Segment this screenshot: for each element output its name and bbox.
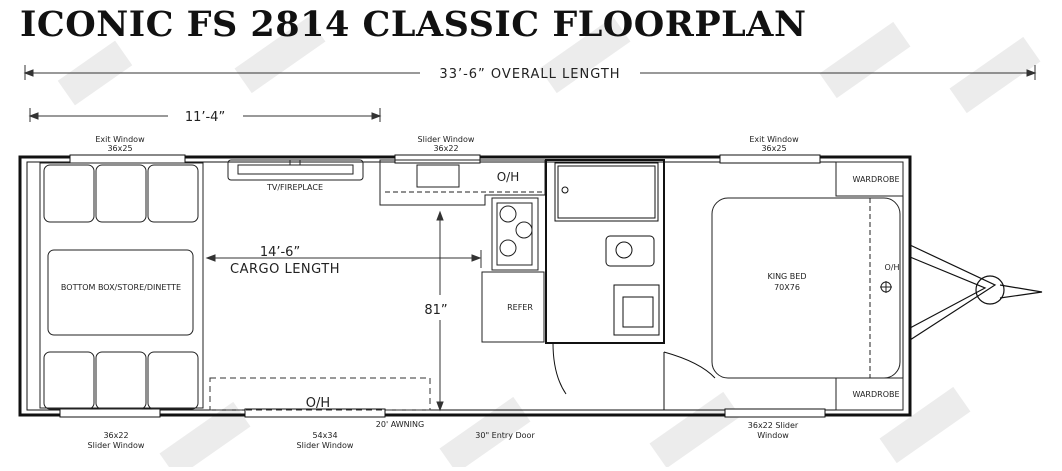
slider-window-bottom-right-size: 36x22 Slider [748, 421, 799, 430]
bedroom [711, 161, 904, 411]
width-dimension [436, 210, 444, 412]
slider-window-bottom-left-size: 36x22 [103, 431, 128, 440]
oh-bottom-label: O/H [306, 396, 330, 411]
slider-window-bottom-mid-name: Slider Window [297, 441, 354, 450]
tv-fireplace-label: TV/FIREPLACE [266, 183, 323, 192]
oh-galley-label: O/H [497, 170, 520, 184]
king-bed-size: 70X76 [774, 283, 800, 292]
front-section-dimension [28, 108, 382, 122]
tv-fireplace [227, 159, 364, 181]
slider-window-bottom-left-name: Slider Window [88, 441, 145, 450]
oh-front-label: O/H [884, 263, 899, 272]
awning-label: 20' AWNING [376, 420, 424, 429]
bottom-overhead-cabinet [209, 377, 431, 411]
overall-length-label: 33’-6” OVERALL LENGTH [439, 67, 620, 82]
slider-window-bottom-right-name: Window [757, 431, 789, 440]
entry-door-label: 30" Entry Door [475, 431, 535, 440]
front-dinette [39, 162, 204, 410]
exit-window-right-name: Exit Window [749, 135, 799, 144]
page-title: ICONIC FS 2814 CLASSIC FLOORPLAN [20, 4, 807, 45]
king-bed-name: KING BED [767, 272, 806, 281]
width-label: 81” [424, 303, 447, 318]
cargo-length-label: CARGO LENGTH [230, 262, 340, 277]
bunk-label: BOTTOM BOX/STORE/DINETTE [61, 283, 181, 292]
exit-window-left-size: 36x25 [107, 144, 132, 153]
front-section-label: 11’-4” [185, 110, 225, 125]
cargo-length-dimension [205, 250, 482, 268]
hitch [909, 244, 1043, 341]
bathroom [545, 159, 716, 410]
watermark-pattern [57, 16, 1041, 471]
slider-window-top-name: Slider Window [418, 135, 475, 144]
refer-label: REFER [507, 303, 533, 312]
wardrobe-bottom-label: WARDROBE [852, 390, 899, 399]
wardrobe-top-label: WARDROBE [852, 175, 899, 184]
cargo-length-value: 14’-6” [260, 245, 300, 260]
overall-length-dimension [23, 65, 1037, 80]
exit-window-right-size: 36x25 [761, 144, 786, 153]
exit-window-left-name: Exit Window [95, 135, 145, 144]
galley [379, 159, 546, 343]
slider-window-top-size: 36x22 [433, 144, 458, 153]
slider-window-bottom-mid-size: 54x34 [312, 431, 337, 440]
